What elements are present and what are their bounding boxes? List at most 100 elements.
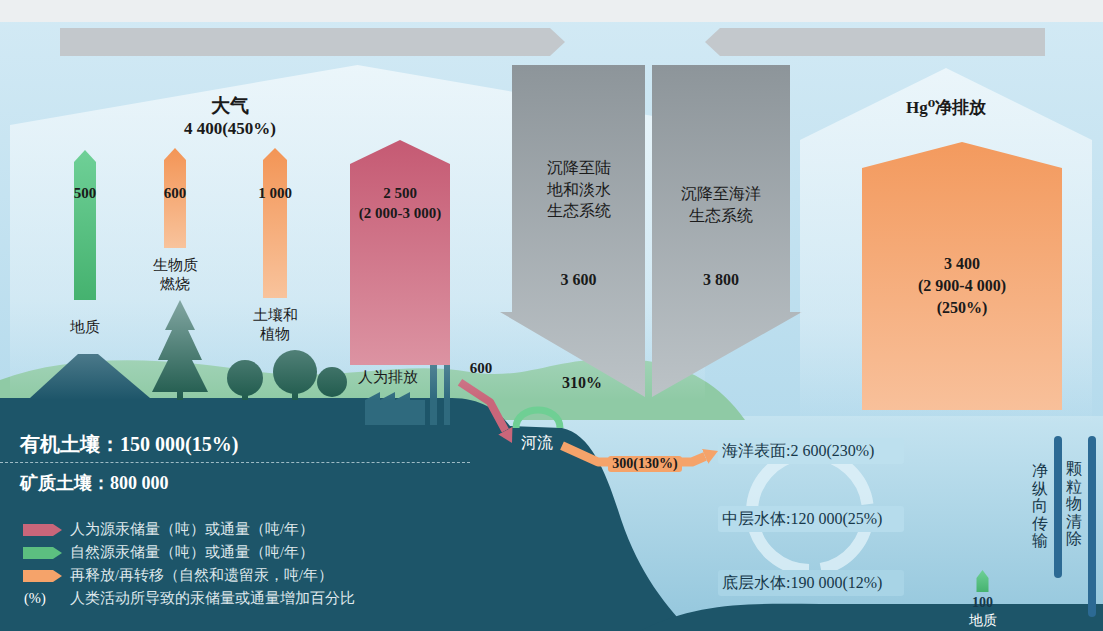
circulation-arrow: [705, 28, 1045, 56]
reemission-arrow: 600 生物质燃烧: [140, 148, 210, 296]
source-label: 土壤和植物: [253, 306, 298, 344]
flux-label: 300(130%): [608, 456, 681, 473]
legend-swatch-box: [22, 519, 70, 541]
ocean: [480, 416, 1103, 631]
transport-label: 净纵向传输: [1029, 460, 1051, 560]
legend-swatch-box: [22, 565, 70, 587]
node-shape: [862, 142, 1062, 410]
text-slot: (%): [24, 589, 46, 607]
process-label: 颗粒物清除: [1066, 460, 1082, 548]
legend-row: 自然源汞储量（吨）或通量（吨/年）: [22, 541, 355, 564]
legend: 人为源汞储量（吨）或通量（吨/年） 自然源汞储量（吨）或通量（吨/年） 再释放/再转…: [22, 518, 355, 610]
node-shape: [55, 150, 115, 342]
legend-row: 人为源汞储量（吨）或通量（吨/年）: [22, 518, 355, 541]
reemission-arrow: 3 400 (2 900-4 000) (250%): [862, 142, 1062, 410]
node-outline: [74, 150, 96, 300]
text-slot: 颗粒物清除: [1063, 460, 1085, 548]
soil-band: 矿质土壤：800 000: [0, 463, 470, 507]
flux-value: 2 500: [383, 184, 417, 202]
text-slot: Hg⁰净排放: [800, 98, 1092, 118]
legend-text: 人类活动所导致的汞储量或通量增加百分比: [70, 590, 355, 607]
text-slot: 500: [55, 184, 115, 202]
text-slot: 1 000: [235, 184, 315, 202]
text-slot: 生物质燃烧: [140, 256, 210, 294]
text-slot: 中层水体:120 000(25%): [722, 509, 904, 528]
flux-value: 3 400: [944, 254, 980, 273]
node-outline: [164, 148, 186, 248]
text-slot: 矿质土壤：800 000: [20, 473, 470, 495]
removal-bar: [1088, 436, 1096, 617]
flux-range: (2 900-4 000): [918, 276, 1006, 295]
text-slot: 河流: [512, 433, 562, 452]
top-band: [0, 0, 1103, 22]
reemission-arrow: 1 000 土壤和植物: [235, 148, 315, 346]
flux-value: 500: [74, 184, 97, 202]
land: [0, 398, 690, 631]
node-outline: [652, 65, 802, 397]
river-name: 河流: [521, 433, 553, 452]
ocean-layer: 中层水体:120 000(25%): [718, 506, 904, 532]
legend-swatch: [23, 570, 62, 582]
text-slot: 海洋表面:2 600(230%): [722, 441, 904, 460]
legend-text: 自然源汞储量（吨）或通量（吨/年）: [70, 544, 314, 561]
text-slot: 3 400: [862, 254, 1062, 273]
transport-label: 颗粒物清除: [1063, 458, 1085, 562]
text-slot: (2 900-4 000): [862, 276, 1062, 295]
flux-label: 600: [470, 359, 493, 377]
source-label: 生物质燃烧: [153, 256, 198, 294]
legend-swatch: [23, 524, 62, 536]
seafloor: [640, 604, 1103, 631]
source-label: 地质: [969, 613, 997, 630]
legend-swatch: [23, 547, 62, 559]
region-title: Hg⁰净排放: [906, 98, 986, 118]
text-slot: 沉降至陆地和淡水生态系统: [512, 157, 645, 222]
text-slot: 底层水体:190 000(12%): [722, 573, 904, 592]
text-slot: 100: [955, 593, 1010, 612]
node-outline: [350, 140, 450, 365]
deposition-arrow: 沉降至陆地和淡水生态系统 3 600: [500, 65, 645, 398]
river-label: 河流: [512, 430, 562, 456]
text-slot: 4 400(450%): [155, 119, 305, 139]
node-outline: [977, 570, 989, 592]
legend-symbol: (%): [24, 590, 46, 607]
legend-text: 人为源汞储量（吨）或通量（吨/年）: [70, 521, 314, 538]
flux-label: 沉降至陆地和淡水生态系统: [547, 157, 611, 222]
increase-percent: (250%): [937, 298, 988, 317]
text-slot: 人为排放: [358, 368, 428, 386]
flux-value: 600: [164, 184, 187, 202]
deposition-arrow: 沉降至海洋生态系统 3 800: [645, 65, 803, 398]
legend-row: 再释放/再转移（自然和遗留汞，吨/年）: [22, 564, 355, 587]
legend-row: 人类活动所导致的汞储量或通量增加百分比: [22, 587, 355, 610]
circulation-arrow: [60, 28, 565, 56]
text-slot: 有机土壤：150 000(15%): [20, 432, 470, 456]
ocean-layer: 海洋表面:2 600(230%): [718, 438, 904, 464]
text-slot: 净纵向传输: [1029, 462, 1051, 550]
source-label: 人为排放: [358, 368, 418, 386]
text-slot: 310%: [562, 373, 602, 392]
legend-swatch-box: [22, 588, 70, 610]
flux-label: 沉降至海洋生态系统: [681, 183, 761, 226]
stock-value: 4 400(450%): [184, 119, 276, 139]
text-slot: (250%): [862, 298, 1062, 317]
stock-label: 有机土壤：150 000(15%): [20, 432, 238, 456]
node-outline: [862, 142, 1062, 410]
stock-label: 矿质土壤：800 000: [20, 473, 169, 495]
flux-value: 3 800: [703, 270, 739, 289]
text-slot: 3 600: [512, 270, 645, 289]
increase-percent: 310%: [562, 373, 602, 392]
soil-band: 有机土壤：150 000(15%): [0, 425, 470, 463]
text-slot: (2 000-3 000): [340, 204, 460, 222]
text-slot: 600: [140, 184, 210, 202]
text-slot: 大气: [155, 95, 305, 118]
stock-label: 海洋表面:2 600(230%): [722, 441, 874, 460]
text-slot: 土壤和植物: [235, 306, 315, 344]
process-label: 净纵向传输: [1032, 462, 1048, 550]
stock-label: 中层水体:120 000(25%): [722, 509, 882, 528]
text-slot: 600: [470, 359, 493, 377]
flux-value: 100: [972, 595, 993, 612]
flux-value: 1 000: [258, 184, 292, 202]
river-bridge: [516, 410, 560, 428]
